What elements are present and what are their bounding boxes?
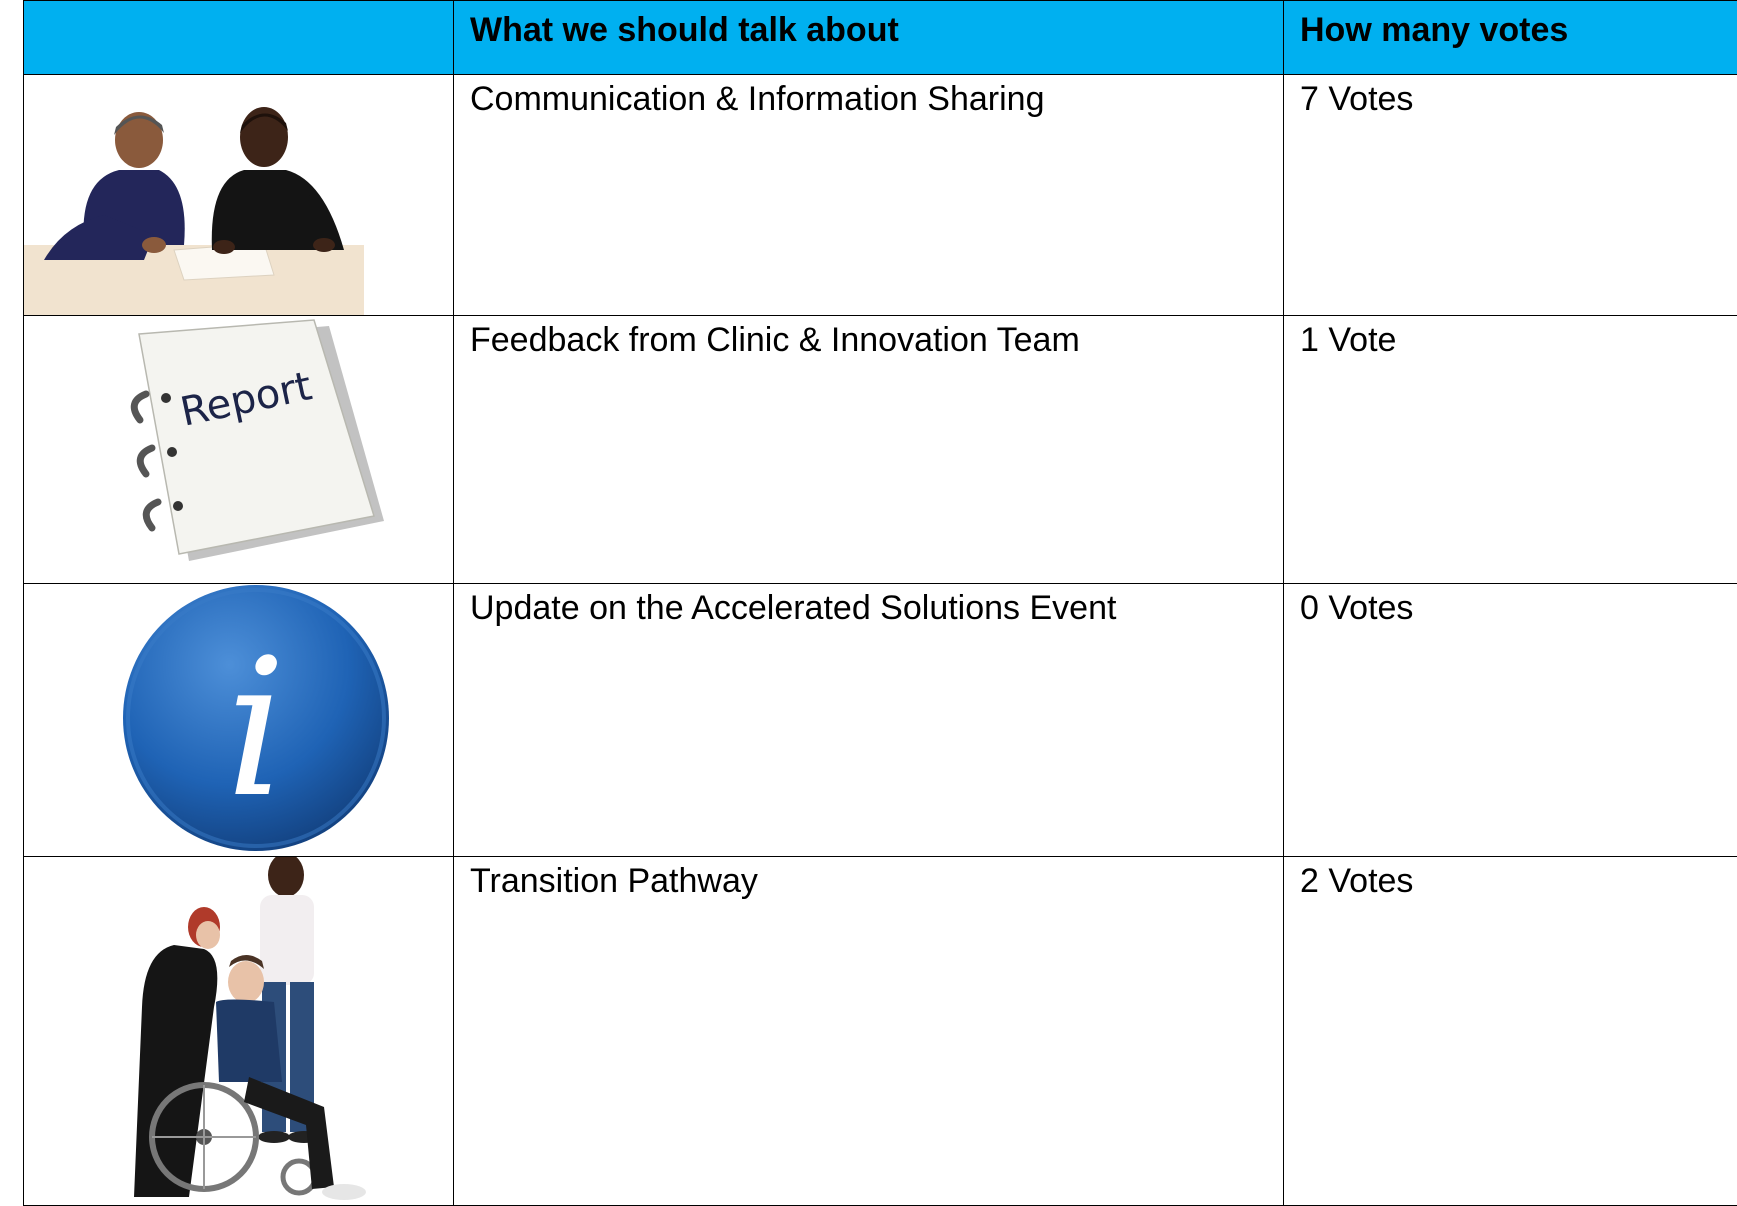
topic-cell: Communication & Information Sharing xyxy=(453,74,1284,316)
svg-text:i: i xyxy=(226,618,287,839)
header-topic-label: What we should talk about xyxy=(470,11,899,49)
votes-cell: 1 Vote xyxy=(1283,315,1737,584)
topic-cell: Transition Pathway xyxy=(453,856,1284,1206)
image-cell xyxy=(23,856,454,1206)
table-row: Transition Pathway 2 Votes xyxy=(23,856,1737,1206)
votes-text: 2 Votes xyxy=(1300,862,1414,900)
image-cell xyxy=(23,74,454,316)
table-row: Communication & Information Sharing 7 Vo… xyxy=(23,74,1737,316)
table-row: Report Feedback from Clinic & Innovation… xyxy=(23,315,1737,584)
image-cell: i xyxy=(23,583,454,857)
topic-cell: Feedback from Clinic & Innovation Team xyxy=(453,315,1284,584)
table-row: i Update on the Accelerated Solutions Ev… xyxy=(23,583,1737,857)
header-votes-cell: How many votes xyxy=(1283,0,1737,75)
image-cell: Report xyxy=(23,315,454,584)
agenda-vote-table: What we should talk about How many votes xyxy=(23,0,1737,1206)
topic-cell: Update on the Accelerated Solutions Even… xyxy=(453,583,1284,857)
header-topic-cell: What we should talk about xyxy=(453,0,1284,75)
votes-text: 7 Votes xyxy=(1300,80,1414,118)
topic-text: Update on the Accelerated Solutions Even… xyxy=(470,589,1117,627)
votes-text: 1 Vote xyxy=(1300,321,1397,359)
topic-text: Communication & Information Sharing xyxy=(470,80,1045,118)
votes-cell: 0 Votes xyxy=(1283,583,1737,857)
topic-text: Transition Pathway xyxy=(470,862,758,900)
people-writing-icon xyxy=(24,75,453,315)
information-icon: i xyxy=(24,584,453,856)
header-image-cell xyxy=(23,0,454,75)
report-notebook-icon: Report xyxy=(24,316,453,583)
header-votes-label: How many votes xyxy=(1300,11,1569,49)
votes-cell: 7 Votes xyxy=(1283,74,1737,316)
votes-cell: 2 Votes xyxy=(1283,856,1737,1206)
people-wheelchair-icon xyxy=(24,857,453,1205)
votes-text: 0 Votes xyxy=(1300,589,1414,627)
topic-text: Feedback from Clinic & Innovation Team xyxy=(470,321,1080,359)
table-header-row: What we should talk about How many votes xyxy=(23,0,1737,75)
